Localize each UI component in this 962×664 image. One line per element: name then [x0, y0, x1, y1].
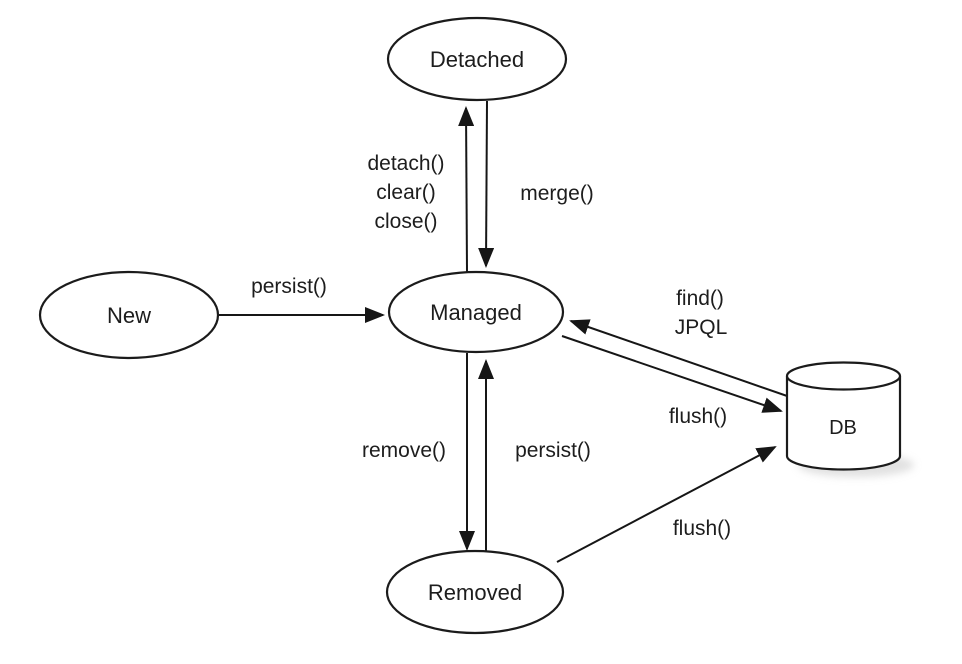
- node-db-label: DB: [829, 417, 857, 439]
- edge-detached-to-managed: [478, 100, 495, 268]
- node-detached-label: Detached: [430, 47, 524, 72]
- node-detached-ellipse: [386, 16, 568, 102]
- edge-removed-to-db: [556, 446, 777, 563]
- edge-managed-to-db: [561, 335, 783, 413]
- edge-lines: [219, 100, 791, 563]
- node-new: New: [38, 270, 220, 360]
- node-removed: Removed: [385, 549, 565, 635]
- db-cylinder-top: [785, 361, 902, 391]
- edge-label-clear: clear(): [376, 181, 436, 204]
- edge-label-flush-managed: flush(): [669, 405, 727, 428]
- node-managed-ellipse: [387, 270, 565, 354]
- db-cylinder-body: [785, 376, 902, 471]
- node-removed-ellipse: [385, 549, 565, 635]
- node-db: DB: [785, 361, 914, 477]
- node-new-label: New: [107, 303, 151, 328]
- edge-label-persist-new: persist(): [251, 275, 327, 298]
- edge-labels: persist() detach() clear() close() merge…: [251, 152, 731, 540]
- edge-label-persist-removed: persist(): [515, 439, 591, 462]
- node-removed-label: Removed: [428, 580, 522, 605]
- node-managed: Managed: [387, 270, 565, 354]
- node-detached: Detached: [386, 16, 568, 102]
- node-new-ellipse: [38, 270, 220, 360]
- edge-label-close: close(): [374, 210, 437, 233]
- edge-label-merge: merge(): [520, 182, 594, 205]
- edge-label-jpql: JPQL: [675, 316, 728, 339]
- edge-managed-to-detached: [458, 106, 475, 273]
- edge-label-detach: detach(): [367, 152, 444, 175]
- edge-label-remove: remove(): [362, 439, 446, 462]
- edge-label-flush-removed: flush(): [673, 517, 731, 540]
- node-managed-label: Managed: [430, 300, 522, 325]
- edge-db-to-managed: [569, 319, 791, 398]
- edge-label-find: find(): [676, 287, 724, 310]
